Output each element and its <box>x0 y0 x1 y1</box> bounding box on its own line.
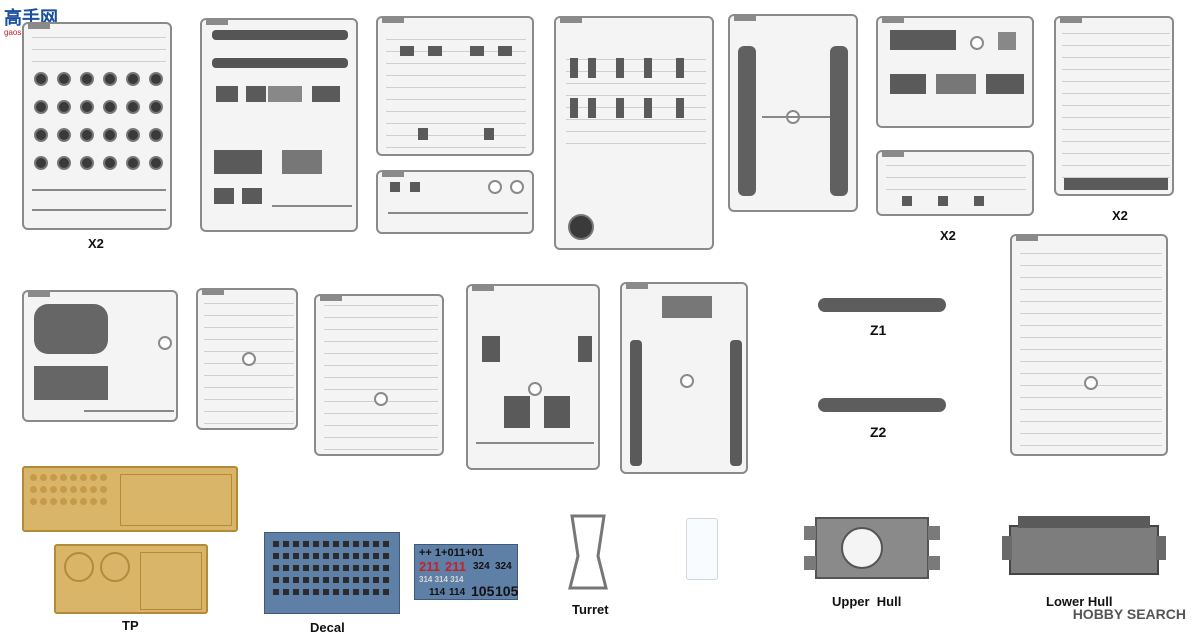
decal-324-a: 324 <box>473 561 490 572</box>
sprue-details-a <box>376 16 534 156</box>
decal-105-b: 105 <box>495 583 519 599</box>
decal-sheet-numbers: ++ 1+011+01 211 211 324 324 314 314 314 … <box>414 544 518 600</box>
track-z1 <box>818 298 946 312</box>
sprue-side-plates <box>620 282 748 474</box>
label-x2-small-parts: X2 <box>1112 208 1128 223</box>
sprue-hatches <box>876 150 1034 216</box>
label-lower-hull: Lower Hull <box>1046 594 1113 609</box>
lower-hull-part <box>1002 516 1166 575</box>
decal-sheet-crosses <box>264 532 400 614</box>
decal-211-a: 211 <box>419 559 440 574</box>
decal-114-a: 114 <box>429 587 446 598</box>
label-z2: Z2 <box>870 424 887 440</box>
decal-211-b: 211 <box>445 559 466 574</box>
hobby-search-watermark: HOBBY SEARCH <box>1072 606 1186 622</box>
label-x2-hatches: X2 <box>940 228 956 243</box>
label-x2-wheels: X2 <box>88 236 104 251</box>
photoetch-sheet-upper <box>22 466 238 532</box>
decal-324-b: 324 <box>495 561 512 572</box>
clear-parts-sprue <box>686 518 718 580</box>
sprue-fine-parts-a <box>196 288 298 430</box>
decal-row-3: 314 314 314 <box>419 575 464 584</box>
sprue-wheels <box>22 22 172 230</box>
label-tp: TP <box>122 618 139 633</box>
upper-hull-part <box>804 517 940 579</box>
sprue-details-b <box>376 170 534 234</box>
sprue-hull-details <box>466 284 600 470</box>
photoetch-sheet-lower <box>54 544 208 614</box>
label-turret: Turret <box>572 602 609 617</box>
sprue-side-skirts <box>728 14 858 212</box>
sprue-small-parts <box>1054 16 1174 196</box>
turret-part <box>568 514 608 590</box>
decal-row-1: ++ 1+011+01 <box>419 547 484 559</box>
label-decal: Decal <box>310 620 345 635</box>
decal-105-a: 105 <box>471 583 495 599</box>
sprue-fine-parts-b <box>314 294 444 456</box>
sprue-turret-ring <box>22 290 178 422</box>
decal-114-b: 114 <box>449 587 466 598</box>
label-upper-hull: Upper Hull <box>832 594 902 609</box>
sprue-fenders <box>200 18 358 232</box>
sprue-engine-deck <box>876 16 1034 128</box>
track-z2 <box>818 398 946 412</box>
label-z1: Z1 <box>870 322 887 338</box>
sprue-tools <box>1010 234 1168 456</box>
sprue-track-links <box>554 16 714 250</box>
